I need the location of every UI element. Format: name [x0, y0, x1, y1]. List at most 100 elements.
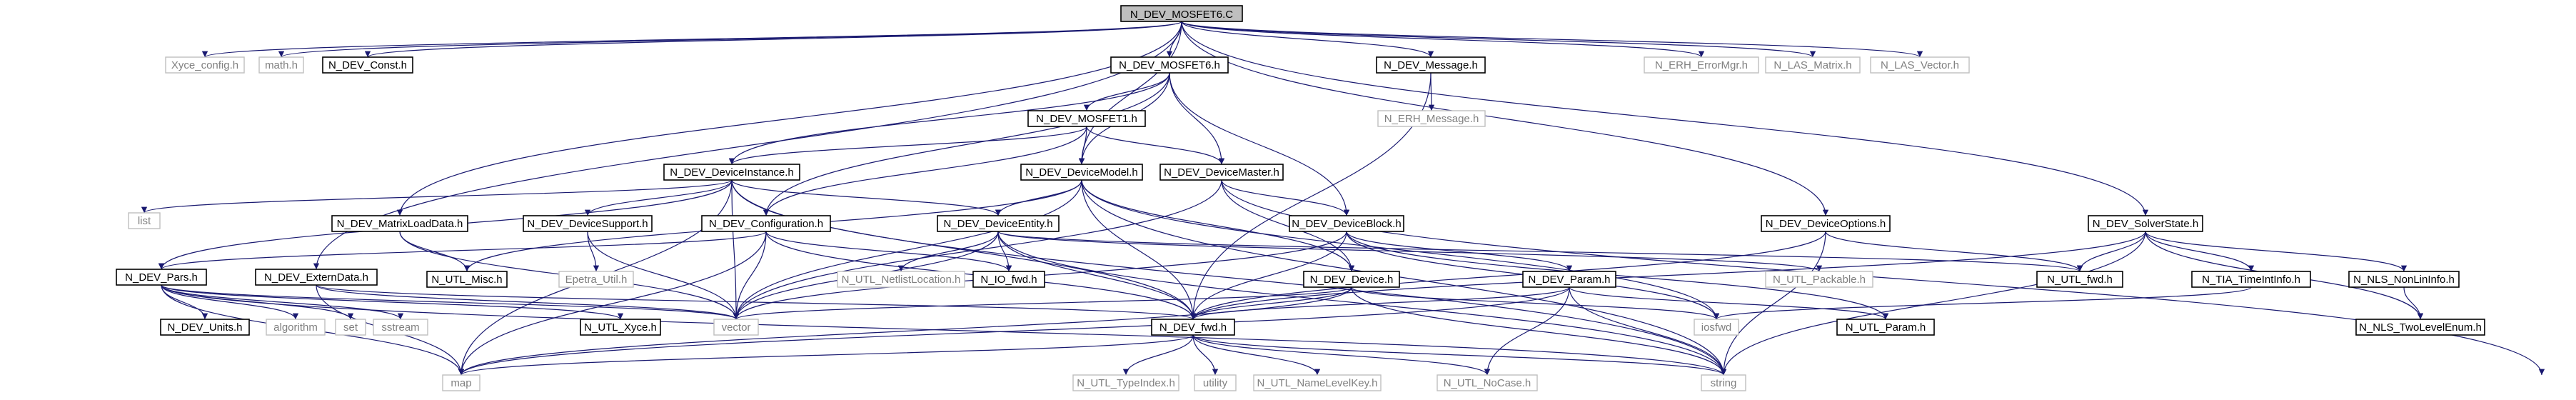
node-solver-state[interactable]: N_DEV_SolverState.h [2088, 215, 2203, 232]
node-dev-units[interactable]: N_DEV_Units.h [160, 319, 250, 336]
include-edge-25 [141, 179, 733, 214]
node-utl-netlist[interactable]: N_UTL_NetlistLocation.h [837, 271, 965, 288]
include-edge-94 [1189, 286, 1570, 320]
include-edge-12 [1181, 21, 2149, 216]
include-edge-67 [1189, 231, 1826, 320]
svg-text:N_LAS_Vector.h: N_LAS_Vector.h [1881, 59, 1959, 71]
node-dev-master[interactable]: N_DEV_DeviceMaster.h [1159, 164, 1284, 181]
node-xyce-config[interactable]: Xyce_config.h [165, 56, 245, 74]
node-list[interactable]: list [128, 212, 161, 229]
include-edge-21 [728, 126, 1087, 165]
svg-text:map: map [451, 377, 471, 389]
node-nls-nonlin[interactable]: N_NLS_NonLinInfo.h [2348, 271, 2460, 288]
include-edge-27 [731, 179, 1002, 216]
node-dev-entity[interactable]: N_DEV_DeviceEntity.h [937, 215, 1060, 232]
node-dev-param[interactable]: N_DEV_Param.h [1522, 271, 1616, 288]
node-nls-twolevel[interactable]: N_NLS_TwoLevelEnum.h [2355, 319, 2485, 336]
node-dev-device[interactable]: N_DEV_Device.h [1303, 271, 1400, 288]
svg-text:N_DEV_DeviceInstance.h: N_DEV_DeviceInstance.h [670, 166, 793, 179]
node-utl-namelevel[interactable]: N_UTL_NameLevelKey.h [1253, 374, 1382, 391]
node-pars[interactable]: N_DEV_Pars.h [116, 269, 207, 286]
include-edge-89 [458, 286, 1352, 376]
include-edge-24 [763, 126, 1087, 216]
svg-text:N_DEV_DeviceMaster.h: N_DEV_DeviceMaster.h [1164, 166, 1279, 179]
node-utl-fwd[interactable]: N_UTL_fwd.h [2036, 271, 2123, 288]
node-map[interactable]: map [442, 374, 481, 391]
svg-text:N_DEV_MOSFET1.h: N_DEV_MOSFET1.h [1036, 113, 1137, 125]
svg-text:N_DEV_Configuration.h: N_DEV_Configuration.h [709, 218, 823, 230]
node-dev-fwd[interactable]: N_DEV_fwd.h [1151, 319, 1235, 336]
node-utl-nocase[interactable]: N_UTL_NoCase.h [1437, 374, 1538, 391]
node-utility[interactable]: utility [1194, 374, 1237, 391]
node-utl-xyce[interactable]: N_UTL_Xyce.h [580, 319, 661, 336]
include-edge-53 [897, 231, 999, 272]
node-mosfet1-h[interactable]: N_DEV_MOSFET1.h [1027, 110, 1146, 127]
node-dev-support[interactable]: N_DEV_DeviceSupport.h [523, 215, 653, 232]
svg-text:set: set [343, 321, 358, 334]
include-edge-37 [733, 179, 1082, 320]
node-root[interactable]: N_DEV_MOSFET6.C [1120, 5, 1243, 22]
node-vector[interactable]: vector [713, 319, 759, 336]
svg-text:list: list [138, 215, 151, 227]
node-sstream[interactable]: sstream [373, 319, 428, 336]
node-algorithm[interactable]: algorithm [266, 319, 326, 336]
node-string[interactable]: string [1701, 374, 1746, 391]
include-edge-54 [997, 231, 1012, 272]
svg-text:N_DEV_SolverState.h: N_DEV_SolverState.h [2093, 218, 2198, 230]
node-epetra[interactable]: Epetra_Util.h [558, 271, 634, 288]
node-las-vector[interactable]: N_LAS_Vector.h [1870, 56, 1970, 74]
include-edge-59 [997, 231, 1727, 376]
node-erh-message[interactable]: N_ERH_Message.h [1377, 110, 1486, 127]
include-edge-14 [728, 72, 1170, 165]
node-set[interactable]: set [335, 319, 366, 336]
include-edge-96 [2403, 286, 2424, 320]
include-edge-17 [763, 72, 1170, 216]
include-edge-40 [1221, 179, 1350, 216]
node-dev-model[interactable]: N_DEV_DeviceModel.h [1020, 164, 1143, 181]
include-edge-10 [1078, 21, 1182, 165]
node-matrix-load[interactable]: N_DEV_MatrixLoadData.h [331, 215, 468, 232]
node-dev-config[interactable]: N_DEV_Configuration.h [701, 215, 831, 232]
include-edge-95 [1714, 286, 2252, 320]
node-tia-timeint[interactable]: N_TIA_TimeIntInfo.h [2191, 271, 2311, 288]
node-utl-typeindex[interactable]: N_UTL_TypeIndex.h [1072, 374, 1179, 391]
node-utl-param[interactable]: N_UTL_Param.h [1836, 319, 1935, 336]
include-edge-69 [2145, 231, 2255, 272]
svg-text:N_UTL_TypeIndex.h: N_UTL_TypeIndex.h [1077, 377, 1175, 389]
svg-text:string: string [1711, 377, 1737, 389]
node-erh-errormgr[interactable]: N_ERH_ErrorMgr.h [1644, 56, 1759, 74]
svg-text:N_DEV_Pars.h: N_DEV_Pars.h [125, 271, 198, 284]
node-dev-options[interactable]: N_DEV_DeviceOptions.h [1761, 215, 1891, 232]
svg-text:N_DEV_DeviceBlock.h: N_DEV_DeviceBlock.h [1292, 218, 1401, 230]
node-las-matrix[interactable]: N_LAS_Matrix.h [1765, 56, 1861, 74]
include-edge-26 [584, 179, 733, 216]
svg-text:N_DEV_MOSFET6.h: N_DEV_MOSFET6.h [1119, 59, 1220, 71]
node-extern-data[interactable]: N_DEV_ExternData.h [255, 269, 378, 286]
node-iosfwd[interactable]: iosfwd [1694, 319, 1739, 336]
node-dev-message[interactable]: N_DEV_Message.h [1376, 56, 1486, 74]
svg-text:N_ERH_Message.h: N_ERH_Message.h [1384, 113, 1479, 125]
include-edge-102 [458, 334, 1194, 376]
node-utl-packable[interactable]: N_UTL_Packable.h [1765, 271, 1873, 288]
node-mosfet6-h[interactable]: N_DEV_MOSFET6.h [1110, 56, 1229, 74]
include-edge-47 [587, 231, 740, 320]
node-dev-const[interactable]: N_DEV_Const.h [322, 56, 413, 74]
node-dev-instance[interactable]: N_DEV_DeviceInstance.h [663, 164, 800, 181]
include-edge-60 [1346, 231, 1573, 272]
include-edge-92 [1569, 286, 1889, 320]
node-math[interactable]: math.h [258, 56, 304, 74]
node-utl-misc[interactable]: N_UTL_Misc.h [426, 271, 508, 288]
include-edge-90 [1484, 286, 1570, 376]
node-dev-block[interactable]: N_DEV_DeviceBlock.h [1289, 215, 1404, 232]
svg-text:N_DEV_Message.h: N_DEV_Message.h [1384, 59, 1478, 71]
svg-text:N_UTL_Packable.h: N_UTL_Packable.h [1773, 274, 1866, 286]
svg-text:N_DEV_Param.h: N_DEV_Param.h [1528, 274, 1610, 286]
node-io-fwd[interactable]: N_IO_fwd.h [972, 271, 1045, 288]
svg-text:N_UTL_Xyce.h: N_UTL_Xyce.h [584, 321, 657, 334]
include-edge-72 [1720, 231, 2146, 376]
svg-text:math.h: math.h [265, 59, 298, 71]
svg-text:N_ERH_ErrorMgr.h: N_ERH_ErrorMgr.h [1655, 59, 1748, 71]
svg-text:N_DEV_fwd.h: N_DEV_fwd.h [1159, 321, 1227, 334]
svg-text:N_UTL_fwd.h: N_UTL_fwd.h [2047, 274, 2113, 286]
include-edge-36 [1081, 179, 1197, 320]
